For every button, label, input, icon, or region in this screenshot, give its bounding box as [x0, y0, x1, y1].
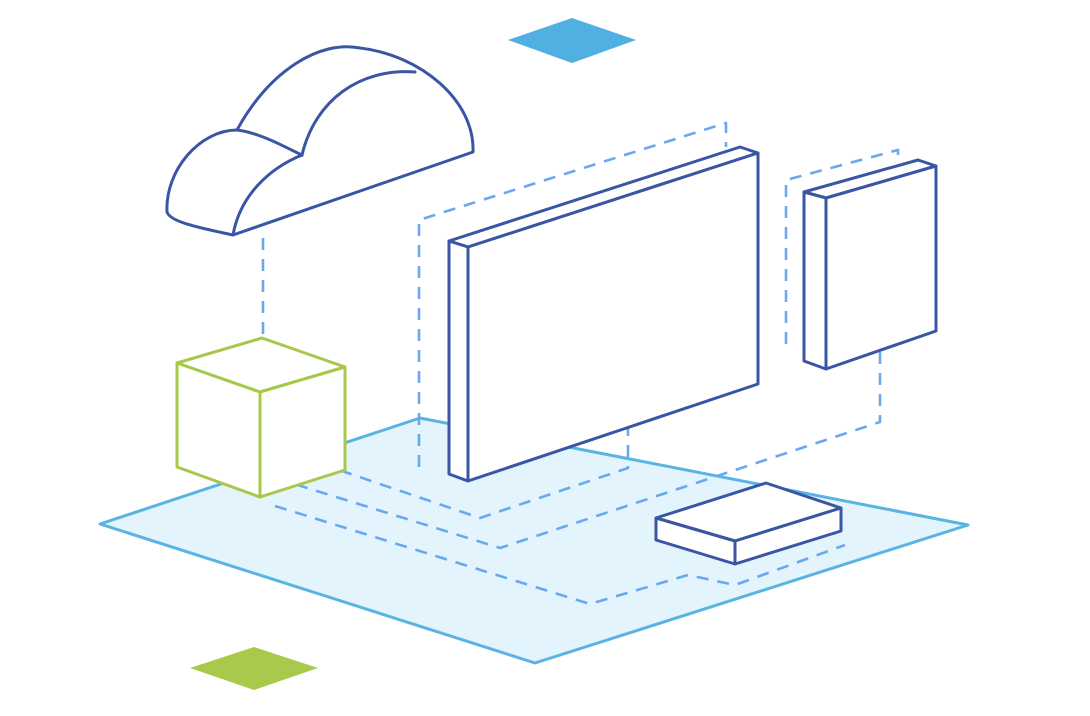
connector-large-monitor-floor — [332, 424, 630, 520]
monitor-small-panel — [802, 158, 938, 371]
cloud-icon — [165, 45, 475, 237]
monitor-large-side-edge — [447, 239, 470, 483]
green-diamond-marker — [190, 647, 318, 690]
dashed-connectors — [261, 121, 900, 606]
device-box-side — [733, 506, 843, 566]
monitor-small-side-edge — [802, 190, 828, 371]
monitor-small-face — [824, 164, 938, 371]
cloud-inner-curve — [235, 70, 417, 158]
connector-large-monitor-frame — [417, 121, 728, 467]
blue-diamond-marker — [508, 18, 636, 63]
connector-small-monitor-frame — [784, 148, 900, 344]
monitor-large-face — [466, 151, 760, 483]
device-box-icon — [654, 481, 843, 566]
connector-device-box — [274, 504, 846, 606]
monitor-large-panel — [447, 145, 760, 483]
cloud-lower-curve — [231, 153, 304, 237]
cube-icon — [175, 336, 347, 499]
cube-right-face — [258, 365, 347, 499]
